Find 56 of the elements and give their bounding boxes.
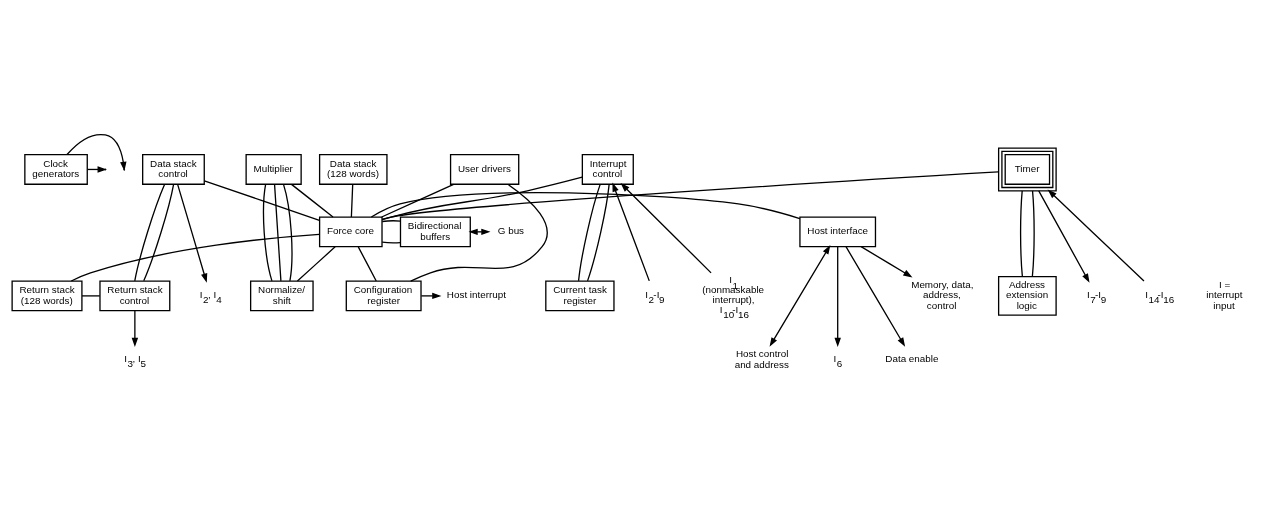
connector xyxy=(381,219,402,222)
arrow xyxy=(468,228,491,235)
node-text: Host interrupt xyxy=(446,288,506,300)
arrow xyxy=(131,309,139,347)
node-text: Memory, data, address, control xyxy=(911,278,974,311)
connector xyxy=(381,176,583,220)
node-box: User drivers xyxy=(449,153,520,185)
connector xyxy=(1019,189,1024,277)
arrow xyxy=(860,245,913,277)
arrow xyxy=(845,245,906,347)
connector xyxy=(70,233,320,282)
connector xyxy=(273,183,282,281)
node-box: Configuration register xyxy=(345,279,422,311)
node-box: Host interface xyxy=(799,215,877,247)
arrow xyxy=(620,182,712,273)
connector xyxy=(134,183,166,281)
label: I = interrupt input xyxy=(1206,278,1243,311)
connector xyxy=(262,183,273,281)
arrow xyxy=(1038,189,1090,283)
arrow xyxy=(769,244,831,347)
arrow xyxy=(834,245,841,347)
connector xyxy=(410,183,548,282)
node-box: Interrupt control xyxy=(581,153,634,185)
connector xyxy=(381,183,455,218)
connector xyxy=(203,179,321,221)
node-box: Force core xyxy=(318,215,383,247)
node-box: Multiplier xyxy=(245,153,302,185)
connector xyxy=(381,241,402,244)
node-text: Data enable xyxy=(885,352,939,364)
arrow xyxy=(1047,189,1145,282)
connector xyxy=(577,183,601,281)
node-text: G bus xyxy=(497,224,525,236)
connector xyxy=(370,191,801,219)
node-box: Address extension logic xyxy=(997,275,1057,316)
node-box: Return stack control xyxy=(99,279,171,311)
connector xyxy=(586,183,610,281)
node-box: Bidirectional buffers xyxy=(399,215,471,247)
connector xyxy=(290,183,334,218)
connector xyxy=(381,170,999,220)
arrow xyxy=(420,292,442,299)
node-box: Normalize/ shift xyxy=(250,279,314,311)
arrow xyxy=(612,181,650,281)
node-text: Host control and address xyxy=(734,347,789,370)
node-box: Current task register xyxy=(545,279,615,311)
connector xyxy=(282,183,293,281)
node-box: Data stack (128 words) xyxy=(318,153,388,185)
node-box: Data stack control xyxy=(142,153,205,185)
connector xyxy=(296,245,336,282)
connector xyxy=(143,183,175,281)
connector xyxy=(1031,189,1035,277)
connector xyxy=(350,183,354,218)
connector xyxy=(357,245,377,282)
node-box: Clock generators xyxy=(24,153,88,185)
arrow xyxy=(176,183,208,283)
node-box: Return stack (128 words) xyxy=(11,279,83,311)
connector xyxy=(81,294,101,297)
